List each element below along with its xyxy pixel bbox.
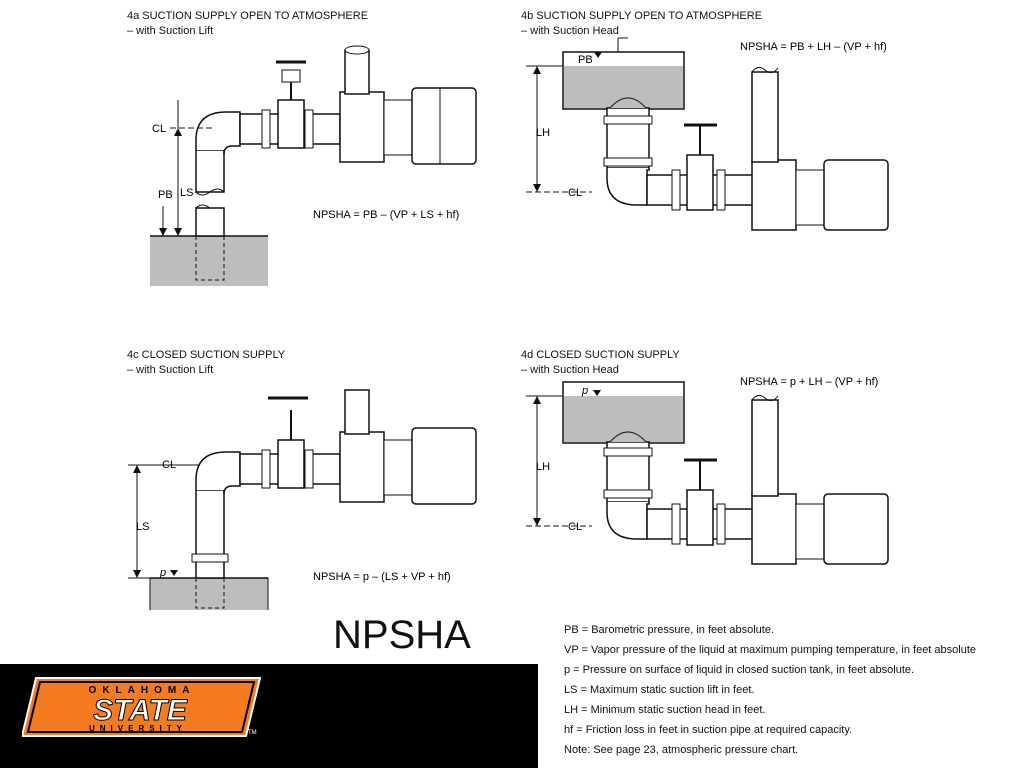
panel-4a-caption: 4a SUCTION SUPPLY OPEN TO ATMOSPHERE: [127, 10, 369, 22]
motor: [823, 159, 889, 231]
logo-main-text: STATE: [93, 694, 188, 727]
osu-logo: OKLAHOMA STATE UNIVERSITY TM: [22, 677, 262, 737]
legend-item: LS = Maximum static suction lift in feet…: [564, 684, 755, 696]
panel-4c-formula: NPSHA = p – (LS + VP + hf): [313, 571, 451, 583]
panel-4d-caption: 4d CLOSED SUCTION SUPPLY: [521, 349, 680, 361]
panel-4b-diagram: PB LH CL NPSHA = PB + LH – (VP + hf): [526, 37, 889, 231]
panel-4d-formula: NPSHA = p + LH – (VP + hf): [740, 376, 878, 388]
panel-4c: 4c CLOSED SUCTION SUPPLY – with Suction …: [0, 340, 512, 610]
panel-4a-formula: NPSHA = PB – (VP + LS + hf): [313, 209, 459, 221]
lh-label: LH: [536, 461, 550, 473]
centerline-label: CL: [568, 521, 582, 533]
centerline-label: CL: [152, 123, 166, 135]
panel-4d: 4d CLOSED SUCTION SUPPLY – with Suction …: [512, 340, 1024, 610]
closed-tank: [149, 577, 269, 610]
legend-item: hf = Friction loss in feet in suction pi…: [564, 724, 853, 736]
pb-label: PB: [578, 54, 593, 66]
legend-item: VP = Vapor pressure of the liquid at max…: [564, 644, 977, 656]
legend-item: PB = Barometric pressure, in feet absolu…: [564, 624, 775, 636]
panel-4a: 4a SUCTION SUPPLY OPEN TO ATMOSPHERE – w…: [0, 0, 512, 300]
pump-casing: [751, 159, 797, 231]
panel-4a-subcaption: – with Suction Lift: [127, 25, 214, 37]
ls-label: LS: [136, 521, 149, 533]
lh-label: LH: [536, 127, 550, 139]
panel-4c-subcaption: – with Suction Lift: [127, 364, 214, 376]
pump-casing: [339, 91, 385, 163]
motor: [411, 87, 477, 165]
panel-4b-subcaption: – with Suction Head: [521, 25, 619, 37]
legend-item: LH = Minimum static suction head in feet…: [564, 704, 766, 716]
panel-4c-caption: 4c CLOSED SUCTION SUPPLY: [127, 349, 286, 361]
panel-4a-diagram: CL PB LS NPSHA = PB – (VP + LS + hf): [150, 45, 477, 286]
pipe-elbow: [195, 111, 241, 155]
legend: PB = Barometric pressure, in feet absolu…: [538, 615, 1024, 768]
logo-bottom-text: UNIVERSITY: [89, 724, 187, 733]
p-label: p: [581, 385, 588, 397]
logo-top-text: OKLAHOMA: [89, 685, 196, 696]
p-label: p: [159, 567, 166, 579]
panel-4b: 4b SUCTION SUPPLY OPEN TO ATMOSPHERE – w…: [512, 0, 1024, 300]
slide-title: NPSHA: [333, 613, 471, 657]
panel-4d-subcaption: – with Suction Head: [521, 364, 619, 376]
panel-4b-formula: NPSHA = PB + LH – (VP + hf): [740, 41, 887, 53]
logo-tm: TM: [248, 730, 257, 736]
panel-4d-diagram: p LH CL NPSHA = p + LH – (VP + hf): [526, 376, 889, 565]
centerline-label: CL: [162, 459, 176, 471]
panel-4c-diagram: CL LS p NPSHA = p – (LS + VP + hf): [128, 389, 477, 610]
gate-valve: [277, 99, 305, 149]
pb-label: PB: [158, 189, 173, 201]
panel-4b-caption: 4b SUCTION SUPPLY OPEN TO ATMOSPHERE: [521, 10, 763, 22]
suction-pipe: [195, 149, 225, 193]
legend-item: p = Pressure on surface of liquid in clo…: [564, 664, 915, 676]
centerline-label: CL: [568, 187, 582, 199]
liquid-pool: [150, 236, 268, 286]
legend-note: Note: See page 23, atmospheric pressure …: [564, 744, 799, 756]
ls-label: LS: [180, 187, 193, 199]
